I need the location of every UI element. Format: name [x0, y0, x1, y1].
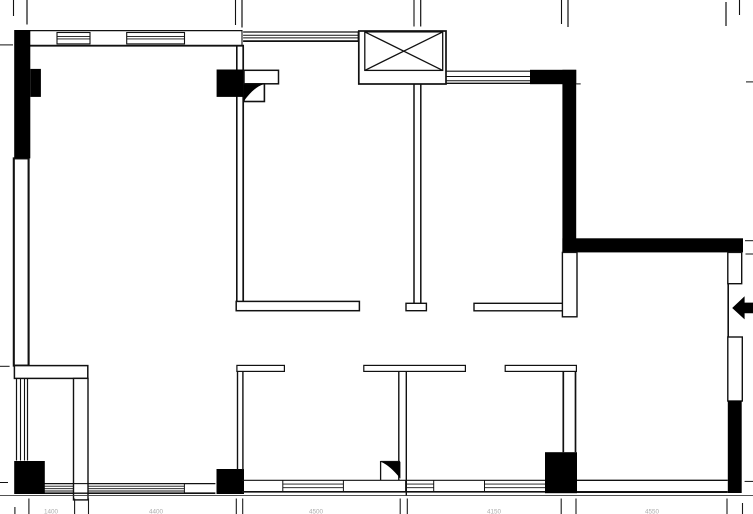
- svg-text:4150: 4150: [487, 509, 502, 514]
- svg-text:4550: 4550: [645, 509, 660, 514]
- svg-text:4500: 4500: [309, 509, 324, 514]
- svg-text:1400: 1400: [44, 509, 59, 514]
- svg-text:4400: 4400: [149, 509, 164, 514]
